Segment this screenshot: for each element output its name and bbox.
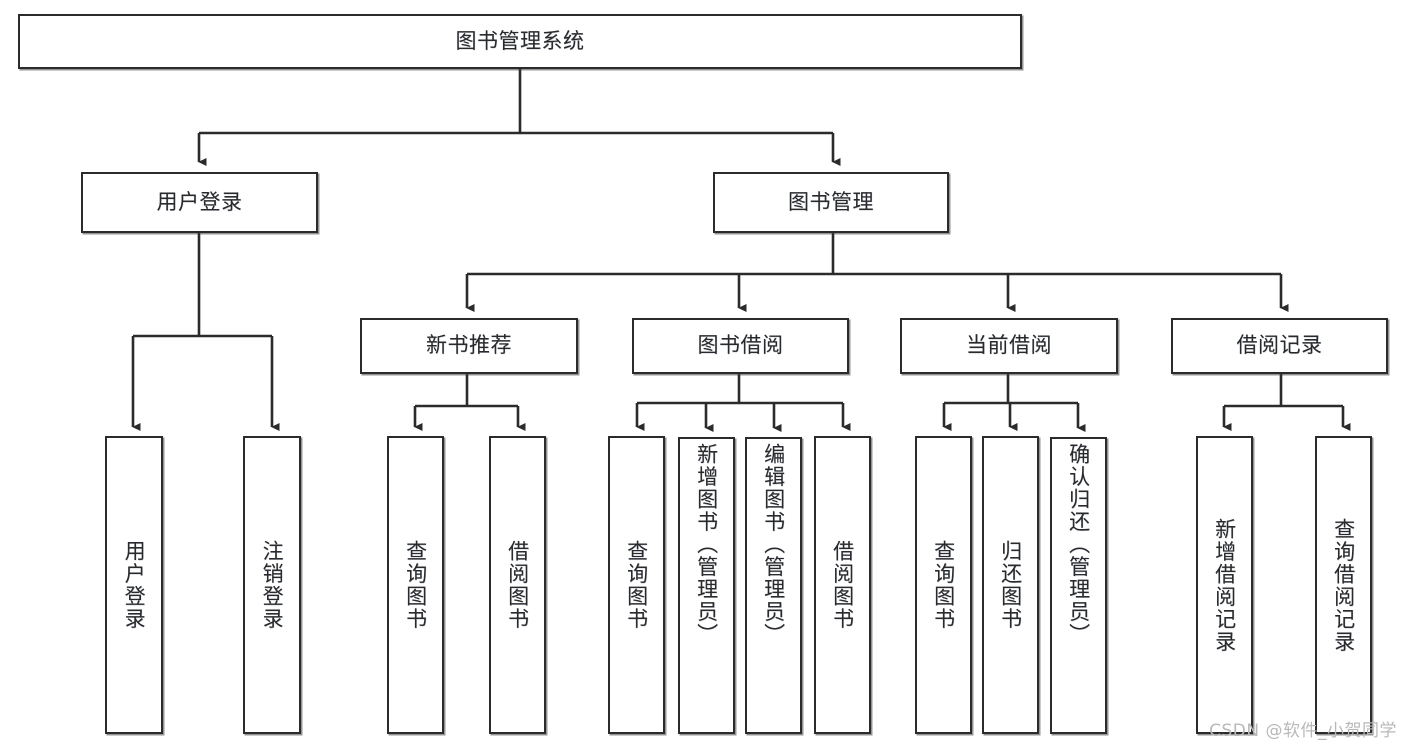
node-leaf-confirm-return[interactable]: 确认归还（管理员） (1050, 437, 1107, 734)
watermark: CSDN @软件_小贺同学 (1209, 721, 1397, 741)
node-leaf-query-book-3[interactable]: 查询图书 (915, 436, 972, 734)
node-user-login[interactable]: 用户登录 (81, 172, 318, 233)
node-book-borrow[interactable]: 图书借阅 (632, 318, 849, 374)
node-leaf-return-book-label: 归还图书 (998, 540, 1023, 630)
node-leaf-edit-book[interactable]: 编辑图书（管理员） (745, 437, 802, 734)
node-leaf-query-book-1[interactable]: 查询图书 (387, 436, 444, 734)
node-leaf-borrow-book-1[interactable]: 借阅图书 (489, 436, 546, 734)
node-new-book-rec-label: 新书推荐 (426, 333, 512, 358)
node-leaf-edit-book-label: 编辑图书（管理员） (761, 443, 786, 646)
node-current-borrow[interactable]: 当前借阅 (900, 318, 1118, 374)
node-user-login-label: 用户登录 (156, 189, 243, 214)
node-leaf-query-book-2-label: 查询图书 (624, 540, 649, 630)
node-leaf-confirm-return-label: 确认归还（管理员） (1066, 443, 1091, 646)
node-current-borrow-label: 当前借阅 (966, 333, 1052, 358)
node-leaf-add-record-label: 新增借阅记录 (1212, 517, 1237, 653)
node-leaf-logout-label: 注销登录 (260, 540, 285, 630)
node-leaf-logout[interactable]: 注销登录 (243, 436, 301, 734)
node-leaf-query-book-3-label: 查询图书 (931, 540, 956, 630)
node-book-borrow-label: 图书借阅 (697, 333, 784, 358)
node-leaf-borrow-book-2-label: 借阅图书 (830, 540, 855, 630)
node-leaf-return-book[interactable]: 归还图书 (982, 436, 1039, 734)
node-leaf-user-login[interactable]: 用户登录 (105, 436, 163, 734)
node-leaf-user-login-label: 用户登录 (122, 540, 147, 630)
node-book-manage[interactable]: 图书管理 (713, 172, 949, 233)
node-leaf-query-record-label: 查询借阅记录 (1331, 517, 1356, 653)
node-leaf-add-book-label: 新增图书（管理员） (694, 443, 719, 646)
node-leaf-add-record[interactable]: 新增借阅记录 (1196, 436, 1253, 734)
node-leaf-query-book-1-label: 查询图书 (403, 540, 428, 630)
node-new-book-rec[interactable]: 新书推荐 (360, 318, 578, 374)
node-borrow-record-label: 借阅记录 (1236, 333, 1323, 358)
node-leaf-borrow-book-2[interactable]: 借阅图书 (814, 436, 871, 734)
node-leaf-query-book-2[interactable]: 查询图书 (608, 436, 665, 734)
node-leaf-query-record[interactable]: 查询借阅记录 (1315, 436, 1372, 734)
node-root[interactable]: 图书管理系统 (18, 14, 1022, 69)
node-book-manage-label: 图书管理 (788, 189, 874, 214)
node-root-label: 图书管理系统 (455, 28, 585, 53)
node-leaf-add-book[interactable]: 新增图书（管理员） (678, 437, 735, 734)
node-borrow-record[interactable]: 借阅记录 (1171, 318, 1388, 374)
node-leaf-borrow-book-1-label: 借阅图书 (505, 540, 530, 630)
